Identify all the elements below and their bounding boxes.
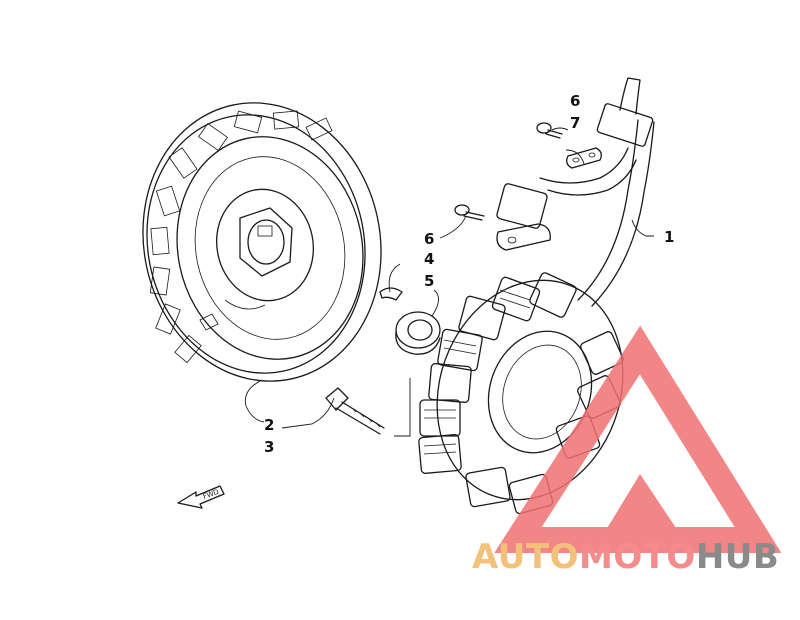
callout-6-upper: 6	[570, 92, 580, 110]
flywheel	[142, 102, 382, 382]
pickup-sensor	[496, 183, 551, 251]
wire-clamp	[566, 147, 602, 169]
callout-6-lower: 6	[424, 230, 434, 248]
watermark-logo	[494, 325, 782, 553]
watermark-moto: MOTO	[579, 537, 696, 577]
svg-text:AUTOMOTOHUB: AUTOMOTOHUB	[472, 537, 779, 577]
screw-lower	[454, 204, 485, 221]
watermark-hub: HUB	[696, 537, 779, 577]
screw-upper	[536, 122, 563, 139]
forward-direction-arrow: FWD	[177, 485, 225, 509]
callouts: 1 2 3 4 5 6 6 7	[264, 92, 674, 456]
wiring-harness	[539, 77, 655, 307]
spacer-bushing	[395, 311, 441, 355]
callout-5: 5	[424, 272, 434, 290]
flywheel-bolt	[325, 387, 385, 435]
leader-lines	[244, 127, 654, 437]
watermark-text: AUTOMOTOHUB	[472, 537, 779, 577]
callout-3: 3	[264, 438, 274, 456]
watermark-auto: AUTO	[472, 537, 579, 577]
callout-4: 4	[424, 250, 434, 268]
callout-7: 7	[570, 114, 580, 132]
woodruff-key	[379, 287, 403, 301]
callout-2: 2	[264, 416, 274, 434]
callout-1: 1	[664, 228, 674, 246]
